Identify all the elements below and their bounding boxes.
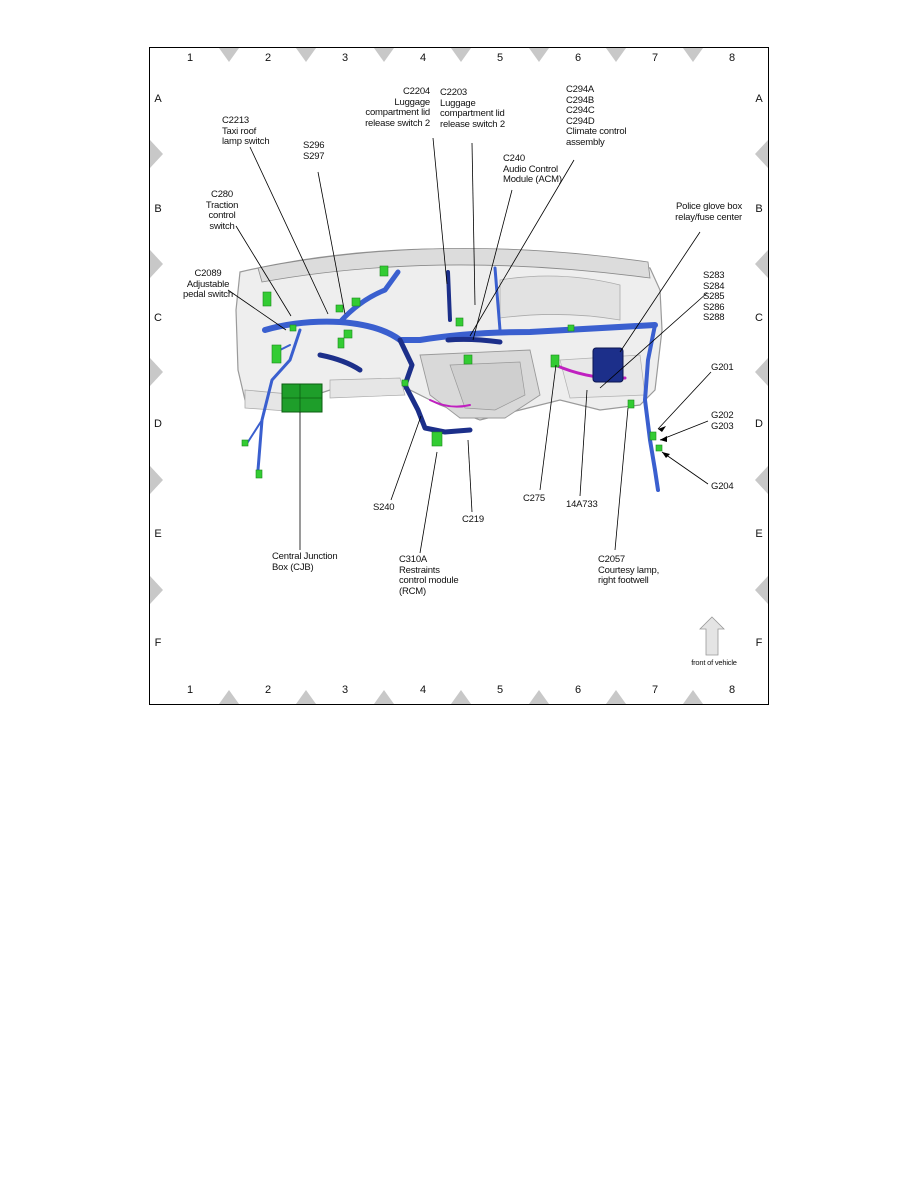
column-label-bottom: 1	[186, 684, 194, 696]
row-label-right: E	[755, 528, 763, 540]
grid-marker-left	[150, 250, 163, 278]
label-c275: C275	[523, 493, 545, 504]
column-label-top: 2	[264, 52, 272, 64]
column-label-top: 7	[651, 52, 659, 64]
row-label-left: F	[154, 637, 162, 649]
label-c294: C294A C294B C294C C294D Climate control …	[566, 84, 627, 148]
row-label-right: B	[755, 203, 763, 215]
grid-marker-right	[755, 358, 768, 386]
connectors	[241, 265, 663, 479]
column-label-top: 5	[496, 52, 504, 64]
label-g204: G204	[711, 481, 734, 492]
label-police-box: Police glove box relay/fuse center	[675, 201, 742, 223]
label-cjb: Central Junction Box (CJB)	[272, 551, 338, 573]
grid-marker-right	[755, 576, 768, 604]
row-label-right: A	[755, 93, 763, 105]
grid-marker-bottom	[374, 690, 394, 704]
column-label-bottom: 5	[496, 684, 504, 696]
label-c219: C219	[462, 514, 484, 525]
column-label-top: 8	[728, 52, 736, 64]
row-label-right: D	[755, 418, 763, 430]
grid-marker-bottom	[529, 690, 549, 704]
grid-marker-right	[755, 250, 768, 278]
column-label-bottom: 6	[574, 684, 582, 696]
row-label-left: C	[154, 312, 162, 324]
front-arrow-icon	[699, 616, 725, 656]
label-c240: C240 Audio Control Module (ACM)	[503, 153, 562, 185]
harness	[245, 266, 660, 492]
label-c280: C280 Traction control switch	[205, 189, 239, 232]
grid-marker-top	[529, 48, 549, 62]
label-c310a: C310A Restraints control module (RCM)	[399, 554, 459, 597]
grid-marker-top	[219, 48, 239, 62]
grid-marker-top	[683, 48, 703, 62]
row-label-left: A	[154, 93, 162, 105]
row-label-left: E	[154, 528, 162, 540]
grid-marker-top	[374, 48, 394, 62]
label-s296: S296 S297	[303, 140, 325, 162]
grid-marker-bottom	[683, 690, 703, 704]
grid-marker-left	[150, 140, 163, 168]
column-label-top: 4	[419, 52, 427, 64]
grid-marker-bottom	[219, 690, 239, 704]
label-c2057: C2057 Courtesy lamp, right footwell	[598, 554, 660, 586]
row-label-left: B	[154, 203, 162, 215]
police-glove-box-relay	[592, 347, 624, 383]
label-front-of-vehicle: front of vehicle	[691, 658, 737, 667]
column-label-bottom: 4	[419, 684, 427, 696]
grid-marker-right	[755, 140, 768, 168]
grid-marker-bottom	[606, 690, 626, 704]
column-label-bottom: 8	[728, 684, 736, 696]
label-s240: S240	[373, 502, 395, 513]
row-label-right: C	[755, 312, 763, 324]
grid-marker-left	[150, 576, 163, 604]
grid-marker-bottom	[296, 690, 316, 704]
label-c2204: C2204 Luggage compartment lid release sw…	[365, 86, 430, 129]
leader-lines	[227, 137, 712, 554]
column-label-bottom: 7	[651, 684, 659, 696]
column-label-bottom: 3	[341, 684, 349, 696]
grid-marker-top	[606, 48, 626, 62]
grid-marker-left	[150, 466, 163, 494]
grid-marker-bottom	[451, 690, 471, 704]
row-label-left: D	[154, 418, 162, 430]
grid-marker-top	[296, 48, 316, 62]
grid-marker-top	[451, 48, 471, 62]
label-c2213: C2213 Taxi roof lamp switch	[222, 115, 270, 147]
label-14a733: 14A733	[566, 499, 598, 510]
grid-marker-left	[150, 358, 163, 386]
label-c2203: C2203 Luggage compartment lid release sw…	[440, 87, 505, 130]
column-label-bottom: 2	[264, 684, 272, 696]
column-label-top: 3	[341, 52, 349, 64]
column-label-top: 6	[574, 52, 582, 64]
label-s283: S283 S284 S285 S286 S288	[703, 270, 725, 323]
label-g201: G201	[711, 362, 734, 373]
row-label-right: F	[755, 637, 763, 649]
label-c2089: C2089 Adjustable pedal switch	[183, 268, 233, 300]
column-label-top: 1	[186, 52, 194, 64]
grid-marker-right	[755, 466, 768, 494]
label-g202: G202 G203	[711, 410, 734, 432]
